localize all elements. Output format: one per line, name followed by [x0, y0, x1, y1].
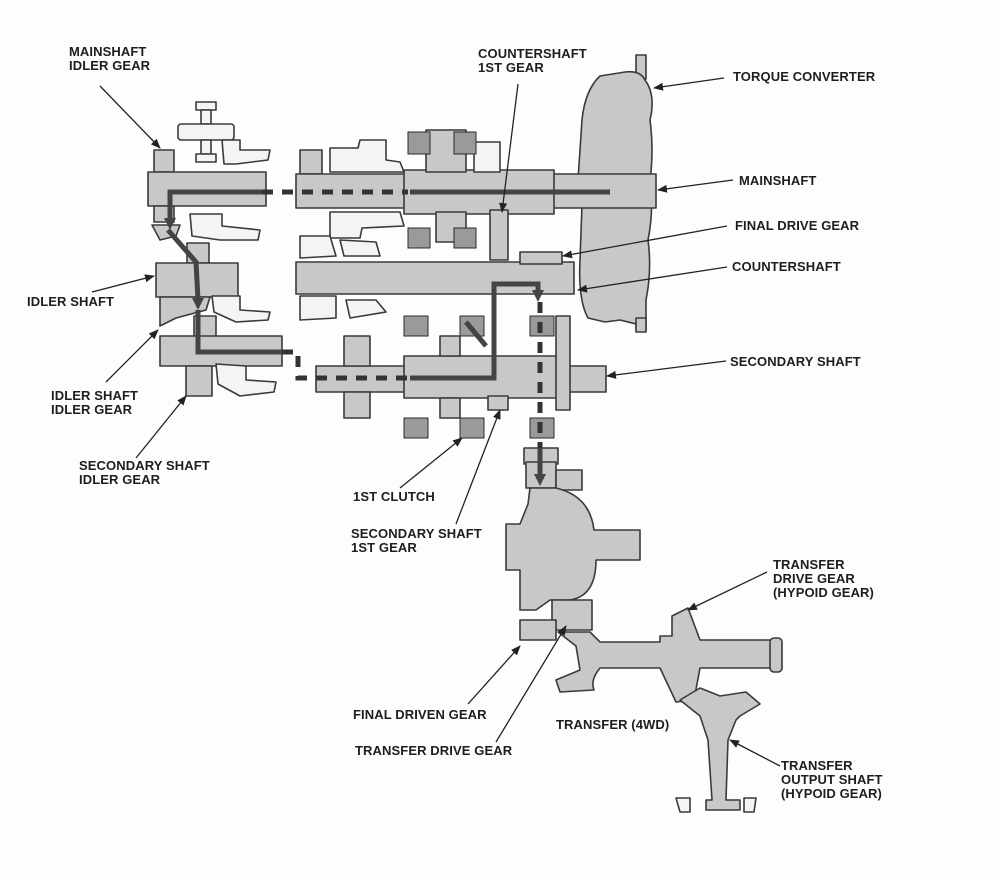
- label-1st-clutch: 1ST CLUTCH: [353, 489, 435, 504]
- leader-secondary-shaft: [606, 360, 727, 379]
- label-final-driven-gear: FINAL DRIVEN GEAR: [353, 707, 487, 722]
- idler-shaft-assembly: [151, 224, 271, 339]
- leader-idler-shaft-idler-gear: [105, 329, 159, 383]
- mainshaft: [295, 129, 657, 261]
- first-clutch-pack: [459, 417, 485, 439]
- leader-final-drive-gear: [562, 225, 728, 259]
- leader-final-driven-gear: [467, 645, 521, 705]
- label-countershaft-1st-gear: COUNTERSHAFT 1ST GEAR: [478, 46, 587, 75]
- label-secondary-shaft: SECONDARY SHAFT: [730, 354, 861, 369]
- label-transfer-4wd: TRANSFER (4WD): [556, 717, 670, 732]
- leader-mainshaft: [657, 179, 734, 193]
- clutch-packs: [403, 131, 555, 439]
- leader-transfer-drive-gear-hypoid: [687, 571, 768, 611]
- leader-secondary-shaft-idler-gear: [135, 395, 187, 459]
- leader-mainshaft-idler-gear: [99, 85, 161, 149]
- label-transfer-drive-gear-hypoid: TRANSFER DRIVE GEAR (HYPOID GEAR): [773, 557, 874, 600]
- label-secondary-shaft-1st-gear: SECONDARY SHAFT 1ST GEAR: [351, 526, 482, 555]
- power-flow-path: [164, 189, 610, 486]
- label-mainshaft: MAINSHAFT: [739, 173, 817, 188]
- transfer-assembly: [555, 607, 783, 813]
- leader-torque-converter: [653, 77, 725, 91]
- label-idler-shaft-idler-gear: IDLER SHAFT IDLER GEAR: [51, 388, 139, 417]
- label-secondary-shaft-idler-gear: SECONDARY SHAFT IDLER GEAR: [79, 458, 210, 487]
- leader-1st-clutch: [399, 437, 463, 489]
- countershaft: [295, 235, 575, 321]
- label-final-drive-gear: FINAL DRIVE GEAR: [735, 218, 860, 233]
- label-idler-shaft: IDLER SHAFT: [27, 294, 115, 309]
- label-mainshaft-idler-gear: MAINSHAFT IDLER GEAR: [69, 44, 151, 73]
- label-torque-converter: TORQUE CONVERTER: [733, 69, 876, 84]
- leader-countershaft-1st-gear: [499, 83, 519, 213]
- differential: [505, 461, 641, 641]
- leader-transfer-output-shaft: [729, 739, 781, 767]
- label-countershaft: COUNTERSHAFT: [732, 259, 841, 274]
- leader-secondary-shaft-1st-gear: [455, 409, 501, 525]
- leader-idler-shaft: [91, 274, 155, 293]
- label-transfer-drive-gear: TRANSFER DRIVE GEAR: [355, 743, 513, 758]
- secondary-idler-assembly: [159, 335, 283, 397]
- leader-lines: [91, 77, 781, 767]
- leader-transfer-drive-gear: [495, 625, 567, 743]
- first-clutch-pack-upper: [403, 315, 429, 337]
- leader-countershaft: [577, 266, 728, 293]
- secondary-shaft: [315, 315, 607, 465]
- label-transfer-output-shaft: TRANSFER OUTPUT SHAFT (HYPOID GEAR): [781, 758, 883, 801]
- final-driven-gear-shape: [519, 619, 557, 641]
